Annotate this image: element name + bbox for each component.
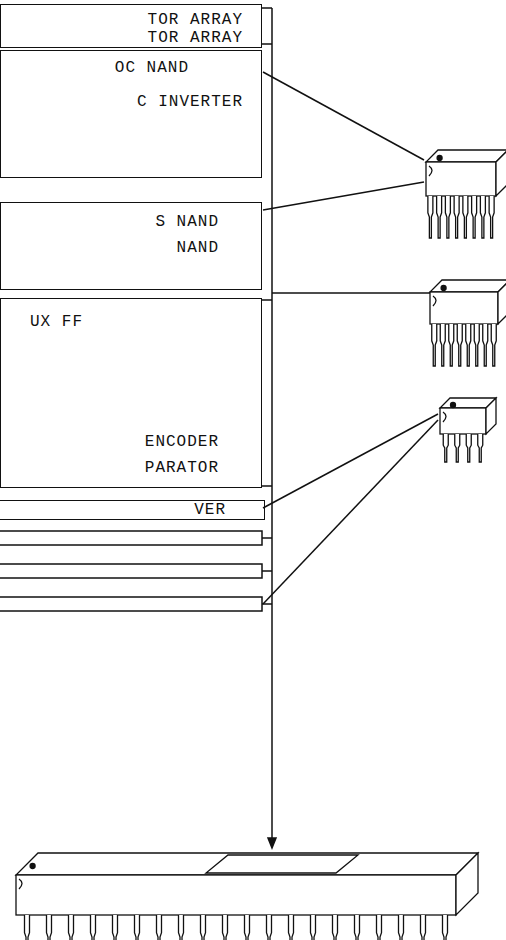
- chip-pin: [440, 324, 445, 366]
- chip-pin: [113, 915, 118, 940]
- chip-end: [456, 853, 478, 915]
- chip-pin: [432, 324, 437, 366]
- chip-end: [486, 398, 496, 434]
- part-name: C INVERTER: [137, 93, 243, 111]
- leader-line: [272, 292, 430, 294]
- part-name: TOR ARRAY: [148, 11, 243, 29]
- chip-pin: [91, 915, 96, 940]
- chip-pin: [25, 915, 30, 940]
- part-name: S NAND: [155, 213, 219, 231]
- list-bar: VER: [0, 500, 265, 520]
- leader-line: [263, 182, 424, 210]
- chip-pin: [289, 915, 294, 940]
- chip-pin: [489, 196, 494, 238]
- ic-packages: [16, 150, 506, 940]
- chip-pin: [443, 915, 448, 940]
- part-name: NAND: [177, 239, 219, 257]
- chip-lid: [206, 855, 358, 873]
- chip-pin: [421, 915, 426, 940]
- chip-pin: [377, 915, 382, 940]
- chip-pin: [333, 915, 338, 940]
- chip-notch: [19, 879, 22, 889]
- chip-pin: [472, 196, 477, 238]
- pin1-dot: [437, 156, 442, 161]
- chip-top: [426, 150, 506, 162]
- list-box: OC NAND C INVERTER: [0, 50, 262, 178]
- chip-pin: [245, 915, 250, 940]
- leader-line: [263, 414, 438, 508]
- part-name: VER: [194, 501, 226, 519]
- chip-end: [496, 150, 506, 196]
- chip-pin: [443, 434, 448, 462]
- list-bar: [0, 531, 262, 545]
- part-name: OC NAND: [115, 59, 189, 77]
- list-bar: [0, 564, 262, 578]
- chip-notch: [433, 296, 436, 306]
- chip-pin: [449, 324, 454, 366]
- chip-pin: [157, 915, 162, 940]
- chip-body: [440, 408, 486, 434]
- chip-notch: [429, 166, 432, 176]
- chip-pin: [428, 196, 433, 238]
- chip-pin: [466, 324, 471, 366]
- chip-pin: [201, 915, 206, 940]
- chip-end: [498, 280, 506, 324]
- leader-line: [263, 72, 424, 160]
- chip-pin: [69, 915, 74, 940]
- chip-pin: [311, 915, 316, 940]
- chip-pin: [355, 915, 360, 940]
- chip-pin: [478, 434, 483, 462]
- chip-pin: [135, 915, 140, 940]
- chip-pin: [466, 434, 471, 462]
- bus-lines: [0, 8, 438, 848]
- pin1-dot: [451, 403, 456, 408]
- list-bar: [0, 597, 262, 611]
- chip-pin: [457, 324, 462, 366]
- part-name: PARATOR: [145, 459, 219, 477]
- chip-pin: [179, 915, 184, 940]
- chip-top: [16, 853, 478, 875]
- chip-pin: [454, 196, 459, 238]
- leader-line: [263, 420, 438, 604]
- chip-pin: [455, 434, 460, 462]
- list-box: TOR ARRAYTOR ARRAY: [0, 4, 262, 48]
- pin1-dot: [441, 286, 446, 291]
- chip-pin: [399, 915, 404, 940]
- chip-pin: [267, 915, 272, 940]
- chip-pin: [463, 196, 468, 238]
- chip-top: [430, 280, 506, 292]
- chip-pin: [491, 324, 496, 366]
- chip-body: [430, 292, 498, 324]
- chip-pin: [480, 196, 485, 238]
- part-name: TOR ARRAY: [148, 29, 243, 47]
- part-name: UX FF: [30, 313, 83, 331]
- chip-pin: [474, 324, 479, 366]
- chip-pin: [47, 915, 52, 940]
- chip-body: [16, 875, 456, 915]
- list-box: UX FF ENCODER PARATOR: [0, 298, 262, 488]
- pin1-dot: [30, 864, 35, 869]
- chip-pin: [437, 196, 442, 238]
- chip-pin: [445, 196, 450, 238]
- chip-pin: [483, 324, 488, 366]
- part-name: ENCODER: [145, 433, 219, 451]
- chip-notch: [443, 412, 446, 422]
- chip-pin: [223, 915, 228, 940]
- chip-body: [426, 162, 496, 196]
- list-box: S NAND NAND: [0, 202, 262, 290]
- bus-line: [271, 8, 273, 846]
